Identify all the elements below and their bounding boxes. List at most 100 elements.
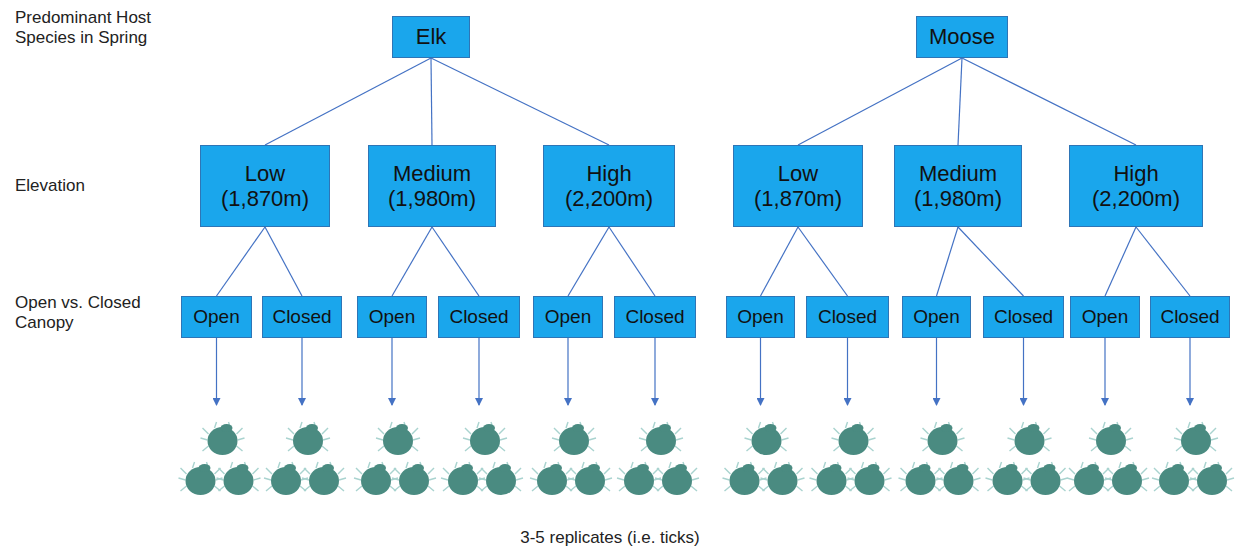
tree-connector	[265, 227, 302, 296]
row-label: Predominant Host Species in Spring	[15, 8, 190, 49]
node-text: Medium (1,980m)	[901, 161, 1015, 212]
tick-icon	[848, 462, 892, 495]
node-text: Open	[193, 306, 239, 328]
tick-icon	[655, 462, 699, 495]
node-text: Closed	[994, 306, 1053, 328]
tick-icon	[217, 462, 261, 495]
node-text: Open	[369, 306, 415, 328]
elevation-box: High (2,200m)	[543, 145, 675, 227]
caption-note: 3-5 replicates (i.e. ticks)	[460, 528, 760, 548]
tick-icon	[1190, 462, 1234, 495]
elevation-box: Medium (1,980m)	[894, 145, 1022, 227]
tick-icon	[937, 462, 981, 495]
tick-icon	[1008, 422, 1052, 455]
canopy-box: Open	[181, 296, 252, 338]
canopy-box: Closed	[438, 296, 520, 338]
tick-icon	[986, 462, 1030, 495]
tree-connector	[431, 58, 432, 145]
host-box: Moose	[916, 16, 1008, 58]
host-box: Elk	[392, 16, 470, 58]
node-text: Open	[545, 306, 591, 328]
elevation-box: Low (1,870m)	[733, 145, 863, 227]
tree-connector	[798, 58, 962, 145]
canopy-box: Closed	[806, 296, 889, 338]
tick-icon	[1024, 462, 1068, 495]
elevation-box: Low (1,870m)	[200, 145, 330, 227]
tree-connector	[1105, 227, 1136, 296]
node-text: High (2,200m)	[550, 161, 668, 212]
tick-icon	[354, 462, 398, 495]
row-label: Elevation	[15, 176, 165, 196]
tick-icon	[1089, 422, 1133, 455]
node-text: Low (1,870m)	[740, 161, 856, 212]
canopy-box: Open	[902, 296, 971, 338]
node-text: Open	[913, 306, 959, 328]
tick-icon	[1152, 462, 1196, 495]
arrow-to-ticks	[1023, 338, 1024, 405]
node-text: Closed	[818, 306, 877, 328]
arrow-to-ticks	[301, 338, 302, 405]
node-text: Medium (1,980m)	[375, 161, 489, 212]
tree-connector	[958, 58, 962, 145]
node-text: Closed	[449, 306, 508, 328]
tick-icon	[264, 462, 308, 495]
tree-connector	[392, 227, 432, 296]
node-text: Elk	[416, 24, 447, 49]
canopy-box: Closed	[614, 296, 696, 338]
tick-icon	[179, 462, 223, 495]
tick-icon	[286, 422, 330, 455]
arrow-to-ticks	[760, 338, 761, 405]
elevation-box: High (2,200m)	[1069, 145, 1203, 227]
arrow-to-ticks	[847, 338, 848, 405]
tick-icon	[639, 422, 683, 455]
tree-connector	[962, 58, 1136, 145]
tick-icon	[201, 422, 245, 455]
tick-icon	[1174, 422, 1218, 455]
canopy-box: Closed	[1150, 296, 1230, 338]
tick-icon	[761, 462, 805, 495]
tick-icon	[832, 422, 876, 455]
tick-icon	[745, 422, 789, 455]
arrow-to-ticks	[478, 338, 479, 405]
arrow-to-ticks	[391, 338, 392, 405]
tick-icon	[552, 422, 596, 455]
canopy-box: Open	[726, 296, 795, 338]
node-text: Open	[737, 306, 783, 328]
tick-icon	[568, 462, 612, 495]
node-text: Closed	[625, 306, 684, 328]
tick-icon	[617, 462, 661, 495]
tick-icon	[463, 422, 507, 455]
tick-icon	[921, 422, 965, 455]
arrow-to-ticks	[654, 338, 655, 405]
tick-icon	[1067, 462, 1111, 495]
tick-icon	[441, 462, 485, 495]
tick-icon	[392, 462, 436, 495]
tree-connector	[432, 227, 479, 296]
tick-icon	[899, 462, 943, 495]
canopy-box: Closed	[262, 296, 342, 338]
node-text: High (2,200m)	[1076, 161, 1196, 212]
node-text: Open	[1082, 306, 1128, 328]
arrow-to-ticks	[1189, 338, 1190, 405]
elevation-box: Medium (1,980m)	[368, 145, 496, 227]
tree-connector	[958, 227, 1024, 296]
node-text: Closed	[272, 306, 331, 328]
canopy-box: Open	[533, 296, 603, 338]
tick-icon	[530, 462, 574, 495]
tree-connector	[1136, 227, 1190, 296]
row-label: Open vs. Closed Canopy	[15, 293, 165, 334]
arrow-to-ticks	[567, 338, 568, 405]
canopy-box: Open	[1070, 296, 1140, 338]
tree-connector	[937, 227, 959, 296]
arrow-to-ticks	[936, 338, 937, 405]
tree-connector	[568, 227, 609, 296]
tree-connector	[265, 58, 431, 145]
tree-connector	[431, 58, 609, 145]
tick-icon	[723, 462, 767, 495]
tick-icon	[479, 462, 523, 495]
tree-connector	[217, 227, 266, 296]
tick-icon	[810, 462, 854, 495]
tick-icon	[302, 462, 346, 495]
